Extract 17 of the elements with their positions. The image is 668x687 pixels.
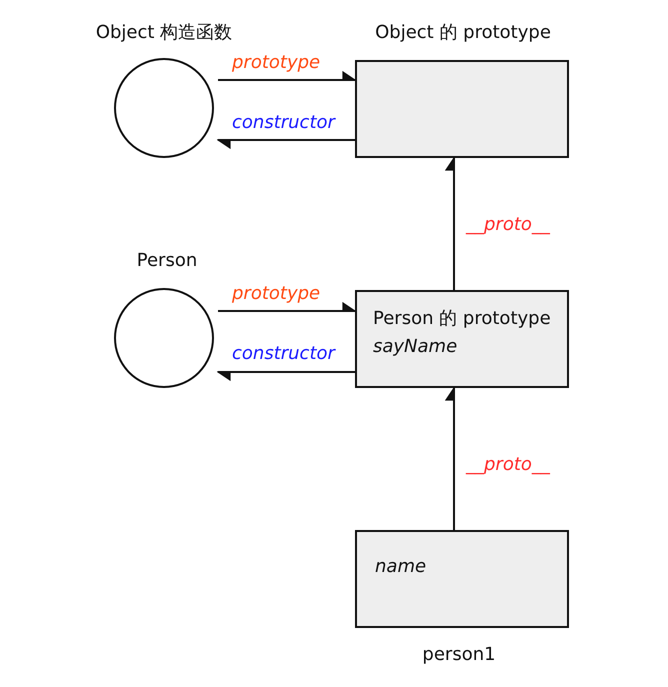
arrow xyxy=(218,71,356,81)
member-name: name xyxy=(375,556,426,577)
edge-label: prototype xyxy=(230,52,322,73)
arrow xyxy=(217,371,355,381)
edge-label: __proto__ xyxy=(464,214,552,235)
arrow xyxy=(217,139,355,149)
edge-label: prototype xyxy=(230,283,322,304)
edge-label: __proto__ xyxy=(464,454,552,475)
member-name: sayName xyxy=(373,336,458,357)
arrow xyxy=(218,302,356,312)
object-name: person1 xyxy=(422,644,496,665)
arrow xyxy=(445,157,455,290)
arrow xyxy=(445,387,455,530)
heading: Object 的 prototype xyxy=(375,21,551,44)
heading: Object 构造函数 xyxy=(96,21,232,44)
heading: Person xyxy=(136,250,198,271)
box-title: Person 的 prototype xyxy=(373,307,551,330)
